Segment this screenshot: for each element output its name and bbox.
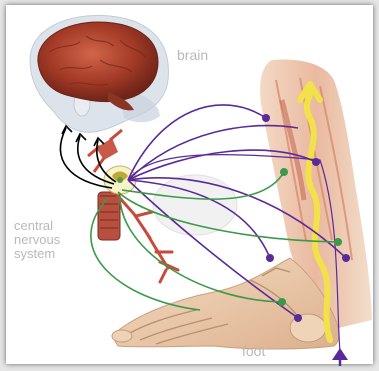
central-nervous-system-label: central nervous system bbox=[14, 219, 74, 261]
motor-endpoint bbox=[262, 114, 270, 122]
motor-endpoint bbox=[312, 158, 320, 166]
sensory-endpoint bbox=[334, 238, 342, 246]
sensory-endpoint bbox=[278, 298, 286, 306]
motor-endpoint bbox=[294, 314, 302, 322]
sensory-endpoint bbox=[280, 168, 288, 176]
motor-endpoint bbox=[342, 254, 350, 262]
foot-skeleton-illustration bbox=[112, 258, 339, 349]
brain-label: brain bbox=[177, 48, 208, 62]
motor-endpoint bbox=[266, 254, 274, 262]
foot-label: foot bbox=[242, 344, 265, 358]
stimulus-arrow bbox=[332, 348, 348, 366]
